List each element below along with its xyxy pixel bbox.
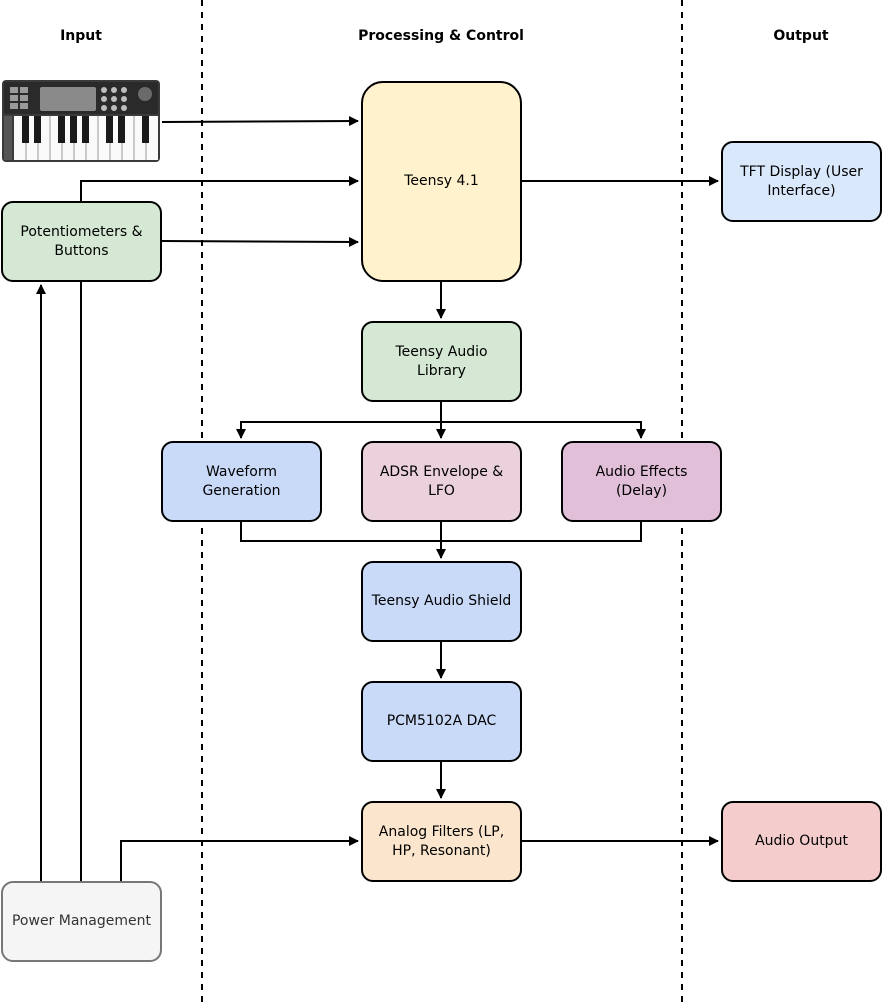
teensy-audio-library-node: Teensy Audio Library (361, 321, 522, 402)
input-column-header: Input (60, 28, 102, 44)
audio-library-to-effects-arrow (441, 421, 646, 439)
audio-library-to-waveform-arrow (236, 402, 442, 439)
analog-filters-node: Analog Filters (LP, HP, Resonant) (361, 801, 522, 882)
waveform-to-shield-line (240, 522, 441, 542)
audio-effects-node: Audio Effects (Delay) (561, 441, 722, 522)
adsr-envelope-lfo-node: ADSR Envelope & LFO (361, 441, 522, 522)
tft-display-node: TFT Display (User Interface) (721, 141, 882, 222)
pcm5102a-dac-node: PCM5102A DAC (361, 681, 522, 762)
power-to-filters-arrow (120, 836, 359, 882)
audio-output-node: Audio Output (721, 801, 882, 882)
midi-keyboard-icon (2, 80, 160, 162)
power-management-node: Power Management (1, 881, 162, 962)
keyboard-to-teensy-arrow (161, 116, 359, 127)
waveform-generation-node: Waveform Generation (161, 441, 322, 522)
effects-to-shield-line (441, 522, 642, 542)
teensy-audio-shield-node: Teensy Audio Shield (361, 561, 522, 642)
potentiometers-buttons-node: Potentiometers & Buttons (1, 201, 162, 282)
processing-column-header: Processing & Control (358, 28, 524, 44)
pots-to-teensy-arrow-upper (80, 176, 359, 202)
pots-to-teensy-arrow-lower (161, 236, 359, 247)
teensy-4-1-node: Teensy 4.1 (361, 81, 522, 282)
output-column-header: Output (773, 28, 829, 44)
